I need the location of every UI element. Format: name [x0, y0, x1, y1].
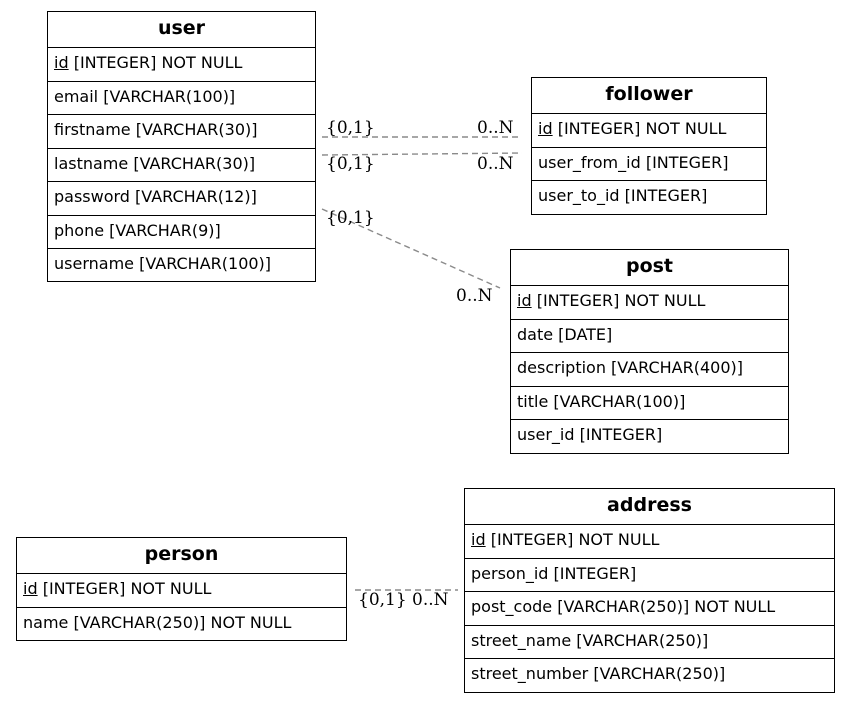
column-row: date [DATE] [511, 320, 788, 353]
cardinality-to-label: 0..N [477, 118, 514, 138]
column-row: email [VARCHAR(100)] [48, 82, 315, 115]
column-row: password [VARCHAR(12)] [48, 182, 315, 216]
column-row: name [VARCHAR(250)] NOT NULL [17, 608, 346, 642]
column-text: [INTEGER] NOT NULL [552, 119, 727, 138]
column-text: email [VARCHAR(100)] [54, 86, 236, 106]
column-row: id [INTEGER] NOT NULL [511, 286, 788, 320]
entity-title: person [17, 538, 346, 574]
entity-title: address [465, 489, 834, 525]
cardinality-to-label: 0..N [412, 590, 449, 610]
cardinality-from-label: {0,1} [326, 208, 375, 228]
column-row: firstname [VARCHAR(30)] [48, 115, 315, 149]
column-text: [INTEGER] NOT NULL [531, 291, 706, 310]
column-text: title [VARCHAR(100)] [517, 391, 686, 411]
cardinality-from-label: {0,1} [326, 118, 375, 138]
cardinality-from-label: {0,1} [326, 154, 375, 174]
entity-title: follower [532, 78, 766, 114]
column-row: person_id [INTEGER] [465, 559, 834, 592]
column-text: user_id [INTEGER] [517, 425, 663, 444]
column-text: lastname [VARCHAR(30)] [54, 153, 256, 173]
primary-key: id [54, 53, 69, 72]
column-text: password [VARCHAR(12)] [54, 187, 257, 206]
column-row: lastname [VARCHAR(30)] [48, 149, 315, 182]
primary-key: id [517, 291, 532, 310]
column-text: [INTEGER] NOT NULL [485, 530, 660, 549]
column-text: username [VARCHAR(100)] [54, 254, 272, 273]
column-row: title [VARCHAR(100)] [511, 387, 788, 420]
column-row: description [VARCHAR(400)] [511, 353, 788, 387]
column-row: post_code [VARCHAR(250)] NOT NULL [465, 592, 834, 626]
primary-key: id [538, 119, 553, 138]
column-row: street_number [VARCHAR(250)] [465, 659, 834, 693]
edge-user-follower-2 [321, 152, 523, 156]
column-text: date [DATE] [517, 324, 613, 344]
column-row: user_from_id [INTEGER] [532, 148, 766, 181]
column-text: user_from_id [INTEGER] [538, 152, 729, 172]
column-text: [INTEGER] NOT NULL [37, 579, 212, 598]
column-text: user_to_id [INTEGER] [538, 186, 708, 205]
column-row: user_to_id [INTEGER] [532, 181, 766, 215]
column-row: id [INTEGER] NOT NULL [465, 525, 834, 559]
column-row: phone [VARCHAR(9)] [48, 216, 315, 249]
primary-key: id [471, 530, 486, 549]
column-row: id [INTEGER] NOT NULL [48, 48, 315, 82]
entity-follower[interactable]: follower id [INTEGER] NOT NULL user_from… [531, 77, 767, 215]
entity-person[interactable]: person id [INTEGER] NOT NULL name [VARCH… [16, 537, 347, 641]
column-text: firstname [VARCHAR(30)] [54, 120, 258, 139]
entity-title: post [511, 250, 788, 286]
column-text: [INTEGER] NOT NULL [68, 53, 243, 72]
column-text: name [VARCHAR(250)] NOT NULL [23, 612, 292, 632]
column-text: street_name [VARCHAR(250)] [471, 630, 709, 650]
column-row: user_id [INTEGER] [511, 420, 788, 454]
column-text: phone [VARCHAR(9)] [54, 220, 221, 240]
column-text: post_code [VARCHAR(250)] NOT NULL [471, 597, 776, 616]
column-row: username [VARCHAR(100)] [48, 249, 315, 283]
edge-user-post [321, 208, 501, 289]
entity-user[interactable]: user id [INTEGER] NOT NULL email [VARCHA… [47, 11, 316, 282]
entity-post[interactable]: post id [INTEGER] NOT NULL date [DATE] d… [510, 249, 789, 454]
primary-key: id [23, 579, 38, 598]
column-text: street_number [VARCHAR(250)] [471, 664, 726, 683]
cardinality-to-label: 0..N [477, 154, 514, 174]
entity-address[interactable]: address id [INTEGER] NOT NULL person_id … [464, 488, 835, 693]
column-text: person_id [INTEGER] [471, 563, 637, 583]
entity-title: user [48, 12, 315, 48]
column-row: id [INTEGER] NOT NULL [532, 114, 766, 148]
column-row: id [INTEGER] NOT NULL [17, 574, 346, 608]
column-row: street_name [VARCHAR(250)] [465, 626, 834, 659]
cardinality-from-label: {0,1} [358, 590, 407, 610]
cardinality-to-label: 0..N [456, 286, 493, 306]
column-text: description [VARCHAR(400)] [517, 358, 744, 377]
